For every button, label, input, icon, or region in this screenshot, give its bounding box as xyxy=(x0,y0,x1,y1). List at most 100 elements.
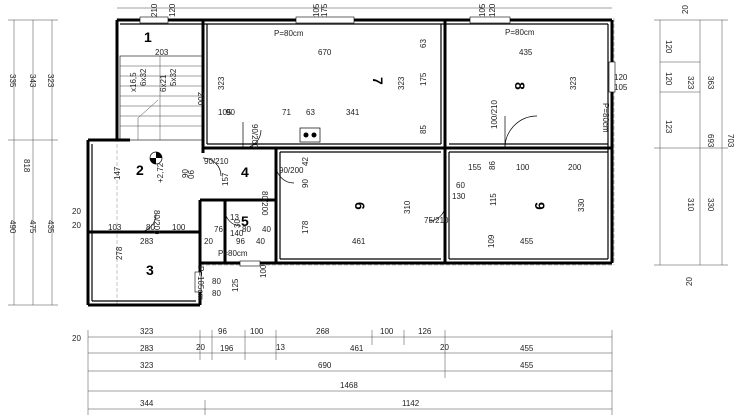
dim-label: 96 xyxy=(218,327,227,336)
dim-label: 455 xyxy=(520,361,534,370)
dim-label: 196 xyxy=(220,344,234,353)
dim-label: 283 xyxy=(140,237,154,246)
dim-label: 203 xyxy=(155,48,169,57)
room-label: 8 xyxy=(512,82,528,90)
dim-label: 80 xyxy=(212,289,221,298)
dim-label: 90 xyxy=(186,170,195,179)
stove-icon xyxy=(299,127,321,143)
dim-label: 86 xyxy=(488,161,497,170)
door-label: 90/210 xyxy=(204,157,229,166)
dim-label: 461 xyxy=(350,344,364,353)
dim-label: 40 xyxy=(256,237,265,246)
dim-label: 461 xyxy=(352,237,366,246)
window-label: P=80cm xyxy=(274,29,304,38)
room-label: 6 xyxy=(352,202,368,210)
dim-label: 120 xyxy=(664,40,673,54)
dim-label: 178 xyxy=(301,220,310,234)
dim-label: 80 xyxy=(242,225,251,234)
dim-label: 20 xyxy=(72,207,81,216)
dim-label: 670 xyxy=(318,48,332,57)
dim-label: 80 xyxy=(146,223,155,232)
dim-label: 1142 xyxy=(402,399,420,408)
dim-label: 1468 xyxy=(340,381,358,390)
dim-label: 323 xyxy=(217,76,226,90)
dim-label: 40 xyxy=(262,225,271,234)
elevation-label: +2,72 xyxy=(156,162,165,183)
dim-label: 105 xyxy=(614,83,628,92)
dim-label: 13 xyxy=(230,213,239,222)
dim-label: 435 xyxy=(46,220,55,234)
dim-label: 323 xyxy=(46,74,55,88)
dim-label: 455 xyxy=(520,237,534,246)
dim-label: 323 xyxy=(140,327,154,336)
dim-label: 278 xyxy=(115,246,124,260)
room-label: 1 xyxy=(144,29,152,45)
dim-label: 100 xyxy=(250,327,264,336)
dim-label: 175 xyxy=(320,3,329,17)
dim-label: 90 xyxy=(181,169,190,178)
dim-label: 63 xyxy=(419,39,428,48)
dim-label: 690 xyxy=(318,361,332,370)
dim-label: 125 xyxy=(231,278,240,292)
dim-label: 85 xyxy=(419,125,428,134)
dim-label: 323 xyxy=(569,76,578,90)
staircase xyxy=(119,55,203,141)
dim-label: 455 xyxy=(520,344,534,353)
dim-label: 126 xyxy=(418,327,432,336)
dim-label: 71 xyxy=(282,108,291,117)
dim-label: 42 xyxy=(301,157,310,166)
dim-label: 20 xyxy=(681,5,690,14)
dim-label: 435 xyxy=(519,48,533,57)
door-label: 75/210 xyxy=(424,216,449,225)
dim-label: 200 xyxy=(568,163,582,172)
door-label: 80/200 xyxy=(152,210,161,235)
dim-label: 140 xyxy=(230,229,244,238)
dim-label: 20 xyxy=(196,343,205,352)
dim-label: 105 xyxy=(478,3,487,17)
dim-label: 20 xyxy=(72,334,81,343)
dim-label: 105 xyxy=(312,3,321,17)
dim-label: 147 xyxy=(113,166,122,180)
stair-label: 6x32 xyxy=(139,68,148,86)
dim-label: 13 xyxy=(276,343,285,352)
dim-label: 268 xyxy=(316,327,330,336)
walls xyxy=(86,18,614,307)
stair-label: 5x32 xyxy=(169,68,178,86)
dim-label: 76 xyxy=(214,225,223,234)
room-label: 5 xyxy=(241,213,249,229)
dim-label: 120 xyxy=(664,72,673,86)
dim-label: 20 xyxy=(204,237,213,246)
dim-label: 155 xyxy=(468,163,482,172)
dim-label: 210 xyxy=(150,3,159,17)
dim-label: 20 xyxy=(440,343,449,352)
dim-label: 115 xyxy=(489,193,498,206)
room-label: 7 xyxy=(370,77,386,85)
dim-label: 157 xyxy=(221,172,230,186)
dim-label: 30 xyxy=(233,219,242,228)
door-label: 90/200 xyxy=(250,124,259,149)
elevation-marker-icon xyxy=(149,151,163,165)
dim-label: 310 xyxy=(403,200,412,214)
dim-label: 363 xyxy=(706,76,715,90)
dim-label: 703 xyxy=(726,134,735,148)
dim-label: 130 xyxy=(452,192,466,201)
dim-label: 120 xyxy=(488,3,497,17)
dim-label: 109 xyxy=(487,234,496,248)
dim-label: 344 xyxy=(140,399,154,408)
stair-label: 200 xyxy=(196,92,205,106)
dimension-lines xyxy=(8,7,728,415)
dim-label: 475 xyxy=(28,220,37,234)
dim-label: 335 xyxy=(8,74,17,88)
room-label: 2 xyxy=(136,162,144,178)
window-label: P=80cm xyxy=(505,28,535,37)
dim-label: 323 xyxy=(686,76,695,90)
room-label: 3 xyxy=(146,262,154,278)
window-label: P=80cm xyxy=(218,249,248,258)
dim-label: 100 xyxy=(259,264,268,278)
door-label: 90/200 xyxy=(279,166,304,175)
dim-label: 20 xyxy=(685,277,694,286)
dim-label: 96 xyxy=(236,237,245,246)
dim-label: 490 xyxy=(8,220,17,234)
windows xyxy=(139,16,616,293)
